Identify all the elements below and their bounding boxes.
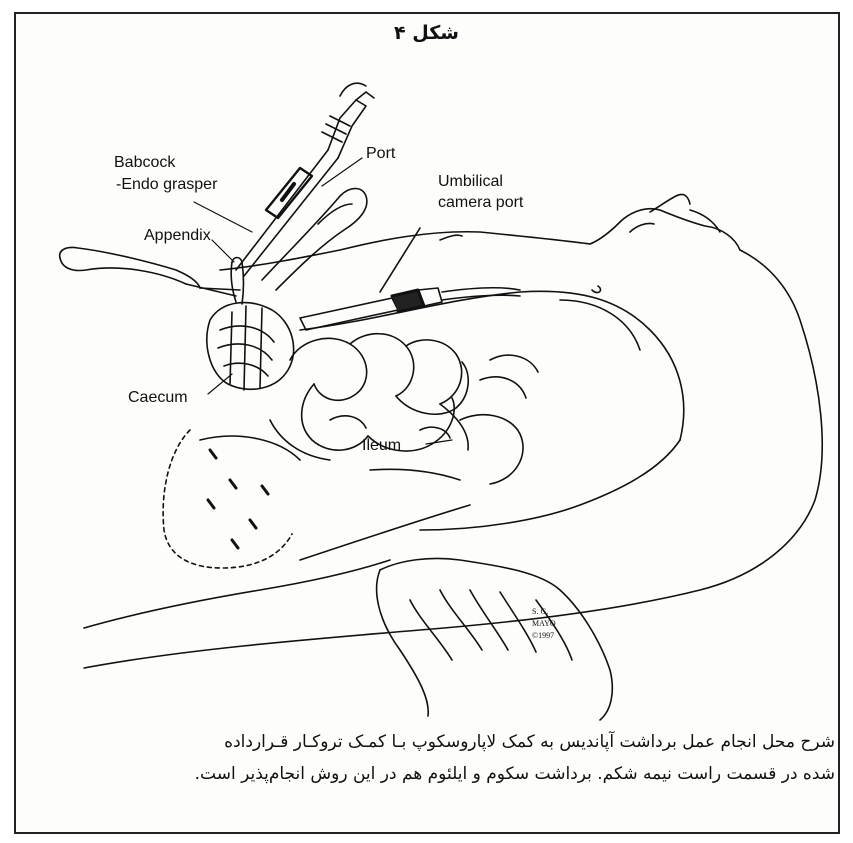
figure-caption: شرح محل انجام عمل برداشت آپاندیس به کمک … bbox=[8, 726, 835, 790]
artist-year: ©1997 bbox=[532, 631, 554, 640]
label-umbilical: Umbilical bbox=[438, 173, 503, 190]
label-endo-grasper: -Endo grasper bbox=[116, 176, 218, 193]
label-port: Port bbox=[366, 145, 396, 162]
artist-org: MAYO bbox=[532, 619, 556, 628]
label-camera-port: camera port bbox=[438, 194, 524, 211]
label-ileum: Ileum bbox=[362, 437, 401, 454]
caption-line-2: شده در قسمت راست نیمه شکم. برداشت سکوم و… bbox=[8, 758, 835, 790]
patient-body-outline bbox=[84, 194, 822, 720]
caption-line-1: شرح محل انجام عمل برداشت آپاندیس به کمک … bbox=[8, 726, 835, 758]
label-babcock: Babcock bbox=[114, 154, 176, 171]
label-appendix: Appendix bbox=[144, 227, 211, 244]
artist-initials: S. G. bbox=[532, 607, 548, 616]
label-caecum: Caecum bbox=[128, 389, 188, 406]
anatomy-labels: Babcock -Endo grasper Port Umbilical cam… bbox=[114, 145, 556, 640]
